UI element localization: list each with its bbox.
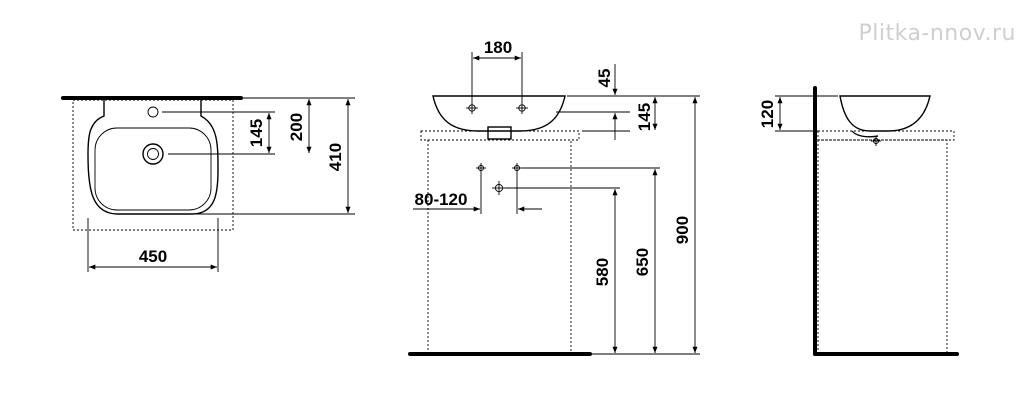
drain-outer-icon xyxy=(142,143,164,165)
dim-label-200: 200 xyxy=(287,113,306,141)
dim-label-145-top: 145 xyxy=(247,119,266,147)
side-crosshair-icon xyxy=(871,136,881,146)
dim-label-580: 580 xyxy=(593,258,612,286)
dim-label-450: 450 xyxy=(139,247,167,266)
tap-hole-icon xyxy=(147,106,159,118)
dim-label-145-front: 145 xyxy=(635,103,654,131)
top-view-basin-outline xyxy=(87,100,219,215)
dim-label-45: 45 xyxy=(595,69,614,88)
dim-label-120: 120 xyxy=(758,100,777,128)
dim-label-650: 650 xyxy=(633,248,652,276)
top-view: 145 200 410 450 xyxy=(61,96,355,272)
dim-label-900: 900 xyxy=(673,216,692,244)
side-view: 120 xyxy=(758,86,959,356)
top-view-bowl xyxy=(94,127,212,211)
front-view: 180 45 145 580 650 900 80-120 xyxy=(408,38,700,356)
side-view-cabinet xyxy=(817,139,948,355)
front-view-worktop xyxy=(420,130,580,141)
crosshair-icon xyxy=(466,102,528,114)
dim-label-180: 180 xyxy=(484,38,512,57)
front-view-basin xyxy=(432,95,566,132)
front-view-drain-outlet xyxy=(487,126,512,140)
drain-inner-icon xyxy=(147,148,159,160)
watermark: Plitka-nnov.ru xyxy=(858,21,1016,46)
dim-label-80-120: 80-120 xyxy=(415,190,468,209)
front-view-cabinet xyxy=(427,139,572,355)
side-view-drain xyxy=(851,130,879,138)
supply-points-icon xyxy=(476,163,522,195)
side-view-basin xyxy=(839,95,931,132)
dim-label-410: 410 xyxy=(326,143,345,171)
side-view-worktop xyxy=(817,130,955,141)
